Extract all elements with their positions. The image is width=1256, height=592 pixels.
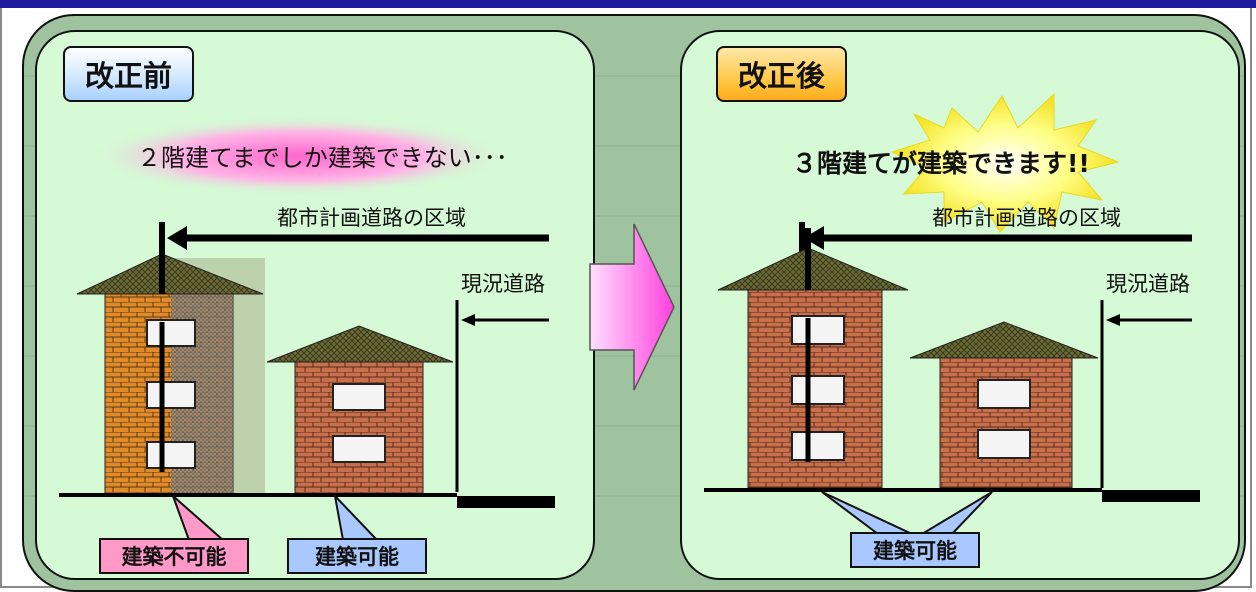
burst-star [890,92,1120,233]
callout-buildable-before: 建築可能 [287,538,427,574]
after-planned-road-label: 都市計画道路の区域 [932,206,1121,230]
building-2-storey [939,357,1073,489]
after-existing-road-label: 現況道路 [1106,272,1190,296]
headline-cloud [89,116,509,196]
roof-small [909,321,1099,359]
before-planned-road-label: 都市計画道路の区域 [277,206,466,230]
roof-tall [717,247,909,291]
before-label: 改正前 [63,46,194,102]
after-headline: ３階建てが建築できます!! [792,149,1090,178]
before-headline: ２階建てまでしか建築できない･･･ [137,144,508,172]
roof-small [266,325,454,363]
callout-buildable-after: 建築可能 [850,532,980,568]
panel-before: 改正前 ２階建てまでしか建築できない･･･ 都市計画道路の区域 現況道路 建築不… [35,30,595,580]
building-2-storey [294,361,424,495]
transition-arrow-icon [589,223,675,391]
roof-tall [76,253,264,295]
after-illustration [704,92,1200,535]
top-title-bar [0,0,1256,8]
callout-unbuildable: 建築不可能 [99,538,249,574]
before-existing-road-label: 現況道路 [461,272,545,296]
panel-after: 改正後 ３階建てが建築できます!! 都市計画道路の区域 現況道路 建築可能 [680,30,1240,580]
after-label: 改正後 [716,46,847,102]
before-illustration [59,116,555,541]
